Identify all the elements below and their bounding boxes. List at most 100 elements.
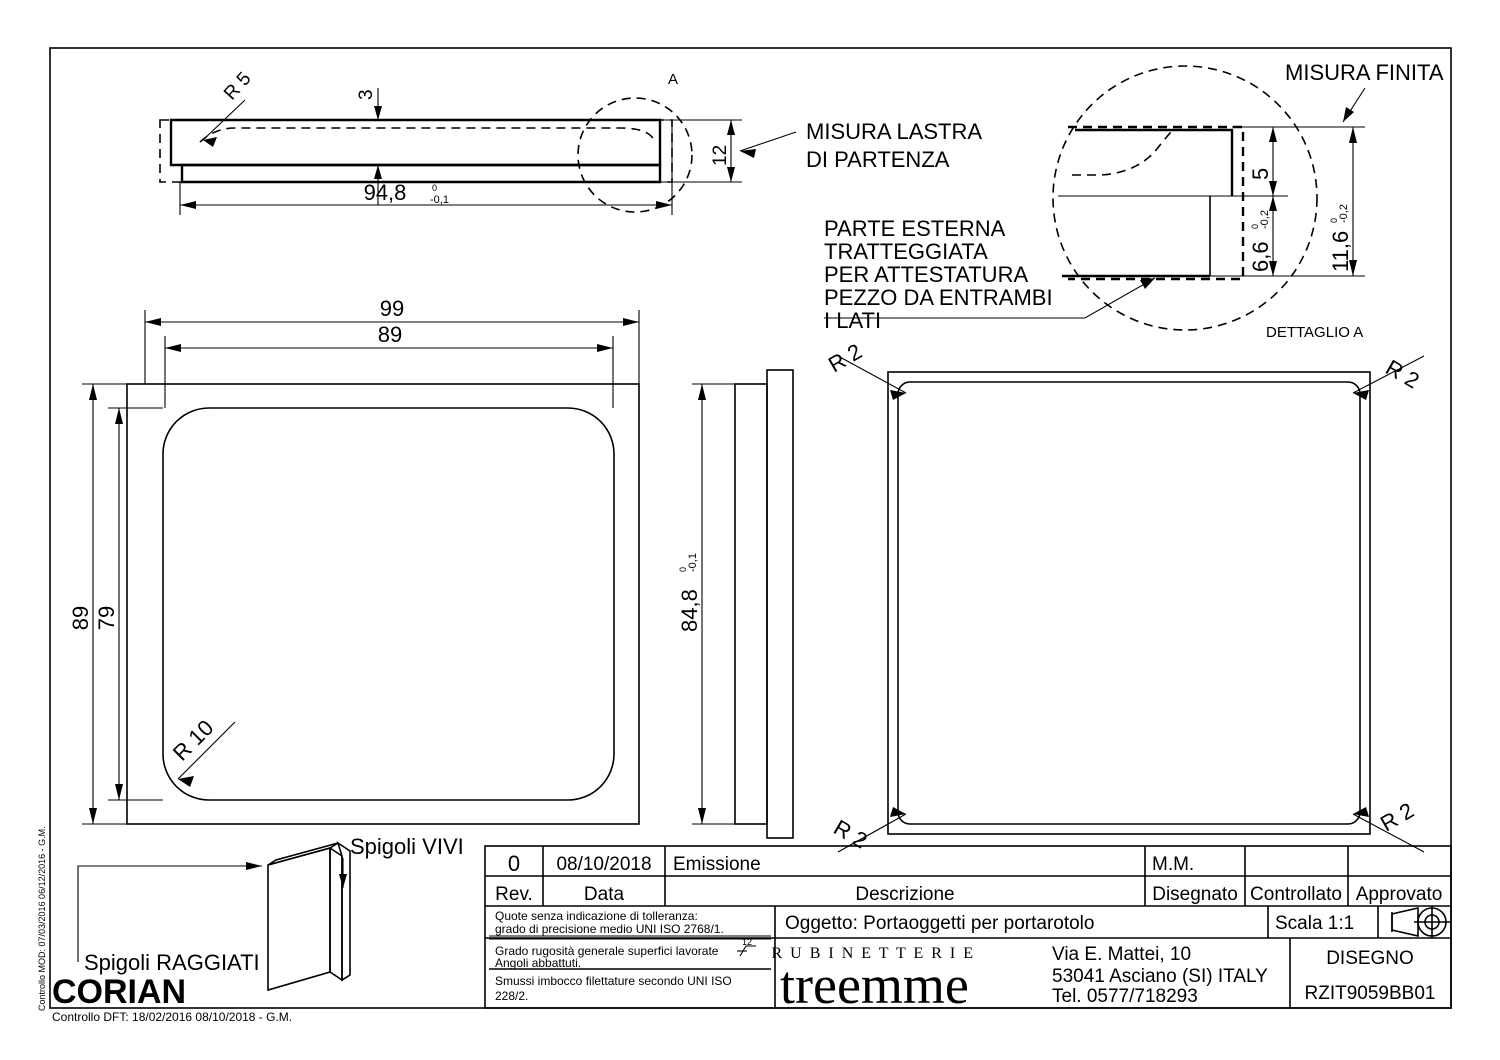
dim-3-label: 3: [356, 89, 377, 100]
r2-tr-arrow: [1353, 390, 1369, 400]
r2-tl-arrow: [890, 390, 906, 400]
rear-inner-rounded-rect: [897, 381, 1361, 825]
detail-dim-66-tol-upper: 0: [1250, 224, 1260, 229]
iso-plate-face: [267, 846, 331, 992]
proj-cone: [1391, 906, 1419, 938]
detail-dim-66-tol-lower: -0,2: [1259, 210, 1271, 229]
r2-tr-leader: [1352, 355, 1425, 394]
note-leader: [824, 277, 1156, 319]
tb-rev-value: 0: [508, 851, 520, 876]
tb-note-tolerance-1: Quote senza indicazione di tolleranza:: [495, 909, 698, 923]
tb-note-roughness-1: Grado rugosità generale superfici lavora…: [495, 944, 719, 958]
tb-date-value: 08/10/2018: [556, 854, 651, 875]
r2-tl-leader: [837, 355, 907, 394]
rear-radius-bl-label: R 2: [830, 815, 872, 854]
tb-header-approvato: Approvato: [1356, 884, 1443, 905]
misura-lastra-arrow: [740, 149, 756, 158]
plan-view: 99 89 89 79 R 10: [68, 296, 640, 825]
dim-948-label: 94,8: [364, 180, 407, 205]
company-address-2: 53041 Asciano (SI) ITALY: [1052, 966, 1268, 987]
rear-radius-br-label: R 2: [1376, 798, 1418, 837]
plan-outer-rect: [126, 383, 640, 825]
dim848-arrow-t: [698, 384, 706, 400]
note-block-parte-esterna: PARTE ESTERNA TRATTEGGIATA PER ATTESTATU…: [824, 216, 1156, 333]
detail-a-title: DETTAGLIO A: [1266, 324, 1363, 341]
dim66-arrow-bot: [1269, 261, 1277, 276]
first-angle-projection-icon: [1391, 906, 1450, 938]
dim-89-horizontal-label: 89: [378, 322, 402, 347]
tb-header-data: Data: [584, 884, 625, 905]
tb-note-chamfer-1: Smussi imbocco filettature secondo UNI I…: [495, 974, 732, 988]
detail-dim-5-label: 5: [1248, 168, 1273, 180]
rear-outer-rect: [887, 371, 1371, 835]
dim89v-arrow-t: [89, 384, 97, 400]
note-line-2: TRATTEGGIATA: [824, 239, 988, 264]
surface-roughness-icon: 12: [737, 937, 756, 957]
rear-view: R 2 R 2 R 2 R 2: [824, 339, 1425, 854]
company-brand-small: R U B I N E T T E R I E: [772, 945, 976, 962]
detail-a-marker: A: [668, 71, 678, 88]
misura-finita-label: MISURA FINITA: [1285, 60, 1444, 85]
dim3-arrow-top: [374, 106, 382, 120]
misura-lastra-leader: [739, 131, 797, 152]
dim79-arrow-b: [115, 784, 123, 800]
dim-948-tol-lower: -0,1: [430, 194, 449, 206]
misura-lastra-line2: DI PARTENZA: [806, 147, 950, 172]
dim3-arrow-bot: [374, 165, 382, 179]
dim89h-arrow-l: [165, 344, 181, 352]
tb-header-rev: Rev.: [495, 884, 533, 905]
dim948-arrow-r: [656, 201, 672, 209]
detail-a-view: MISURA FINITA 5 6,6 0 -0,2 11,6 0 -0,2 D…: [1052, 60, 1444, 341]
dim-848-label: 84,8: [677, 589, 702, 632]
spigoli-raggiati-label: Spigoli RAGGIATI: [84, 950, 260, 975]
dim99-arrow-l: [145, 318, 161, 326]
tb-note-chamfer-2: 228/2.: [495, 989, 528, 1003]
detail-a-circle: [577, 97, 693, 213]
slab-outline-dashed: [159, 119, 673, 183]
r2-br-arrow: [1353, 807, 1369, 817]
left-margin-control-note: Controllo MOD: 07/03/2016 06/12/2016 - G…: [37, 826, 47, 1011]
spigoli-raggiati-arrow: [246, 862, 262, 870]
note-line-5: I LATI: [824, 308, 881, 333]
dim12-arrow-top: [727, 120, 735, 135]
dim848-arrow-b: [698, 808, 706, 824]
dim89v-arrow-b: [89, 808, 97, 824]
company-address-1: Via E. Mattei, 10: [1052, 944, 1191, 965]
r10-leader: [177, 721, 236, 780]
tb-header-descrizione: Descrizione: [855, 884, 954, 905]
dim5-arrow-bot: [1269, 181, 1277, 196]
detail-dim-116-tol-upper: 0: [1329, 218, 1339, 223]
dim5-arrow-top: [1269, 127, 1277, 142]
dim66-arrow-top: [1269, 196, 1277, 211]
note-line-1: PARTE ESTERNA: [824, 216, 1006, 241]
dim12-arrow-bot: [727, 167, 735, 182]
spigoli-vivi-arrow: [339, 874, 347, 888]
note-line-3: PER ATTESTATURA: [824, 262, 1028, 287]
detail-dim-116-tol-lower: -0,2: [1338, 204, 1350, 223]
misura-finita-arrow: [1343, 107, 1354, 122]
dim-79-label: 79: [94, 606, 119, 630]
r5-arrow: [203, 137, 217, 147]
dim-99-label: 99: [380, 296, 404, 321]
side-view-plate: [734, 383, 768, 825]
tb-scale-label: Scala 1:1: [1275, 913, 1354, 934]
drawing-label: DISEGNO: [1326, 948, 1414, 969]
misura-lastra-line1: MISURA LASTRA: [806, 119, 982, 144]
tb-drawn-value: M.M.: [1152, 854, 1194, 875]
dim-89-vertical-label: 89: [68, 606, 93, 630]
hidden-inner-edge: [199, 127, 656, 143]
dim116-arrow-bot: [1349, 260, 1357, 276]
material-label: CORIAN: [52, 973, 186, 1011]
radius-r5-label: R 5: [220, 68, 255, 104]
r10-arrow: [178, 776, 194, 787]
tb-note-roughness-2: Angoli abbattuti.: [495, 956, 581, 970]
bottom-control-note: Controllo DFT: 18/02/2016 08/10/2018 - G…: [52, 1010, 292, 1024]
r2-bl-arrow: [890, 807, 906, 817]
detail-hidden-arc: [1072, 126, 1176, 176]
spigoli-vivi-label: Spigoli VIVI: [350, 834, 464, 859]
side-view-lip: [766, 369, 794, 839]
dim-848-tol-lower: -0,1: [687, 553, 699, 572]
note-line-4: PEZZO DA ENTRAMBI: [824, 285, 1053, 310]
